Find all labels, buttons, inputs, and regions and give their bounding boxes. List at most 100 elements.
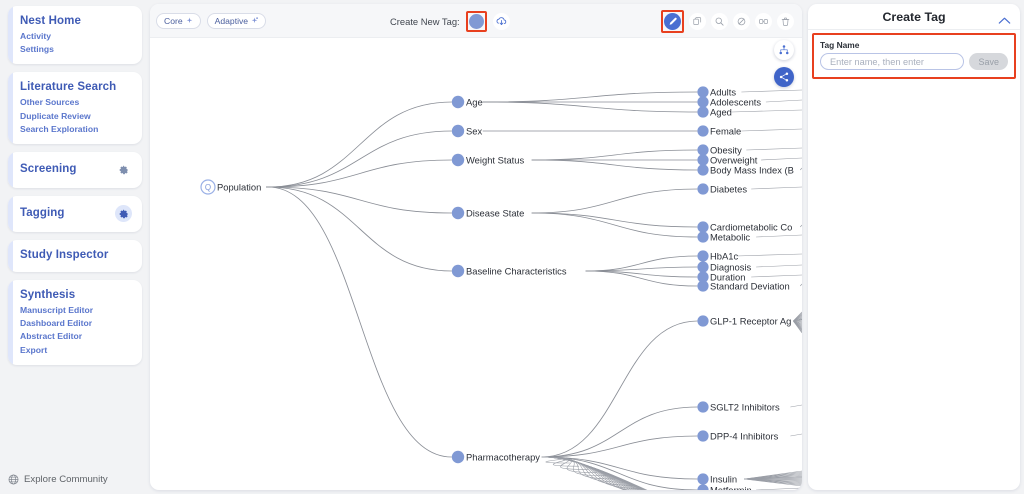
copy-icon[interactable] [689, 12, 706, 30]
mode-chip-adaptive[interactable]: Adaptive [206, 13, 267, 29]
graph-node-sex[interactable] [451, 124, 465, 138]
graph-leaf-label: GLP-1 Receptor Ag [710, 315, 791, 326]
gear-icon[interactable] [115, 161, 132, 178]
canvas-floating-actions [774, 40, 794, 87]
graph-leaf-glp-1-receptor-ag[interactable] [697, 315, 709, 327]
graph-leaf-aged[interactable] [697, 106, 709, 118]
graph-edge [751, 186, 802, 190]
graph-edge [736, 253, 802, 257]
graph-node-disease-state[interactable] [451, 206, 465, 220]
graph-edge [267, 186, 452, 458]
sidebar-subitem-other-sources[interactable]: Other Sources [20, 97, 80, 108]
cloud-download-icon[interactable] [492, 12, 510, 30]
sparkle-plus-icon [251, 16, 259, 26]
edit-pencil-icon[interactable] [664, 12, 681, 30]
graph-edge [267, 159, 452, 188]
graph-edge [746, 147, 802, 151]
sidebar-item-tagging[interactable]: Tagging [8, 196, 142, 233]
graph-node-label: Baseline Characteristics [466, 265, 567, 276]
sparkle-icon [186, 16, 193, 26]
root-node-circle[interactable] [200, 179, 216, 195]
sidebar-subitem-activity[interactable]: Activity [20, 31, 52, 41]
graph-leaf-metabolic[interactable] [697, 231, 709, 243]
save-button[interactable]: Save [969, 53, 1008, 70]
graph-leaf-diabetes[interactable] [697, 183, 709, 195]
graph-leaf-insulin[interactable] [697, 473, 709, 485]
graph-leaf-female[interactable] [697, 125, 709, 137]
sidebar-item-screening[interactable]: Screening [8, 152, 142, 189]
tag-name-label: Tag Name [820, 40, 860, 50]
explore-community-link[interactable]: Explore Community [8, 474, 108, 485]
graph-edge [267, 130, 452, 188]
graph-edge [531, 159, 698, 171]
gear-icon[interactable] [115, 205, 132, 223]
sidebar-item-study-inspector[interactable]: Study Inspector [8, 240, 142, 273]
graph-edge [765, 99, 802, 103]
sidebar-section-title: Screening [20, 163, 77, 176]
graph-edge [267, 101, 452, 188]
graph-leaf-duration[interactable] [697, 271, 709, 283]
graph-edge [541, 456, 648, 490]
sidebar-section-body: Tagging [20, 206, 65, 221]
mode-chip-group: Core Adaptive [156, 13, 267, 29]
sidebar-subitem-settings[interactable]: Settings [20, 44, 54, 55]
graph-node-pharmacotherapy[interactable] [451, 450, 465, 464]
graph-node-age[interactable] [451, 95, 465, 109]
graph-leaf-hba1c[interactable] [697, 250, 709, 262]
graph-leaf-standard-deviation[interactable] [697, 280, 709, 292]
mode-chip-label: Adaptive [214, 16, 249, 26]
hide-eye-slash-icon[interactable] [733, 12, 750, 30]
graph-leaf-label: Metabolic [710, 231, 750, 242]
hierarchy-icon[interactable] [774, 40, 794, 60]
sidebar-subitem-duplicate-review[interactable]: Duplicate Review [20, 110, 91, 121]
root-node-label: Population [217, 181, 261, 192]
graph-node-weight-status[interactable] [451, 153, 465, 167]
graph-leaf-adults[interactable] [697, 86, 709, 98]
globe-icon [8, 474, 19, 485]
graph-leaf-body-mass-index-b[interactable] [697, 164, 709, 176]
sidebar-subitem-abstract-editor[interactable]: Abstract Editor [20, 331, 83, 342]
graph-leaf-label: Cardiometabolic Co [710, 221, 792, 232]
search-icon[interactable] [711, 12, 728, 30]
sidebar-subitem-manuscript-editor[interactable]: Manuscript Editor [20, 305, 94, 316]
graph-edges [266, 89, 802, 490]
mode-chip-label: Core [164, 16, 183, 26]
create-new-tag-label: Create New Tag: [390, 15, 460, 27]
mode-chip-core[interactable]: Core [156, 13, 201, 29]
sidebar-section-title: Tagging [20, 207, 65, 220]
graph-leaf-sglt2-inhibitors[interactable] [697, 401, 709, 413]
graph-edge [741, 89, 802, 93]
sidebar-subitem-export[interactable]: Export [20, 344, 48, 355]
graph-edge [482, 91, 698, 103]
link-icon[interactable] [755, 12, 772, 30]
sidebar-section-title: Literature Search [20, 81, 117, 94]
graph-leaf-adolescents[interactable] [697, 96, 709, 108]
tag-color-swatch[interactable] [468, 13, 484, 29]
graph-leaf-metformin[interactable] [697, 484, 709, 490]
sidebar-subitem-dashboard-editor[interactable]: Dashboard Editor [20, 318, 93, 329]
trash-icon[interactable] [777, 12, 794, 30]
share-icon[interactable] [774, 67, 794, 87]
tag-form-highlight: Tag Name Save [812, 33, 1016, 79]
chevron-up-icon[interactable] [998, 12, 1011, 30]
graph-leaf-dpp-4-inhibitors[interactable] [697, 430, 709, 442]
graph-leaf-label: Standard Deviation [710, 280, 790, 291]
graph-leaf-overweight[interactable] [697, 154, 709, 166]
graph-edge [799, 283, 802, 287]
graph-leaf-label: Female [710, 125, 741, 136]
sidebar-subitem-search-exploration[interactable]: Search Exploration [20, 123, 99, 134]
create-new-tag-group: Create New Tag: [390, 4, 510, 38]
tag-name-input[interactable] [820, 53, 965, 70]
graph-leaf-obesity[interactable] [697, 144, 709, 156]
graph-leaf-label: Obesity [710, 144, 742, 155]
graph-node-baseline-characteristics[interactable] [451, 264, 465, 278]
graph-leaf-cardiometabolic-co[interactable] [697, 221, 709, 233]
graph-leaf-diagnosis[interactable] [697, 261, 709, 273]
graph-edge [482, 101, 698, 113]
